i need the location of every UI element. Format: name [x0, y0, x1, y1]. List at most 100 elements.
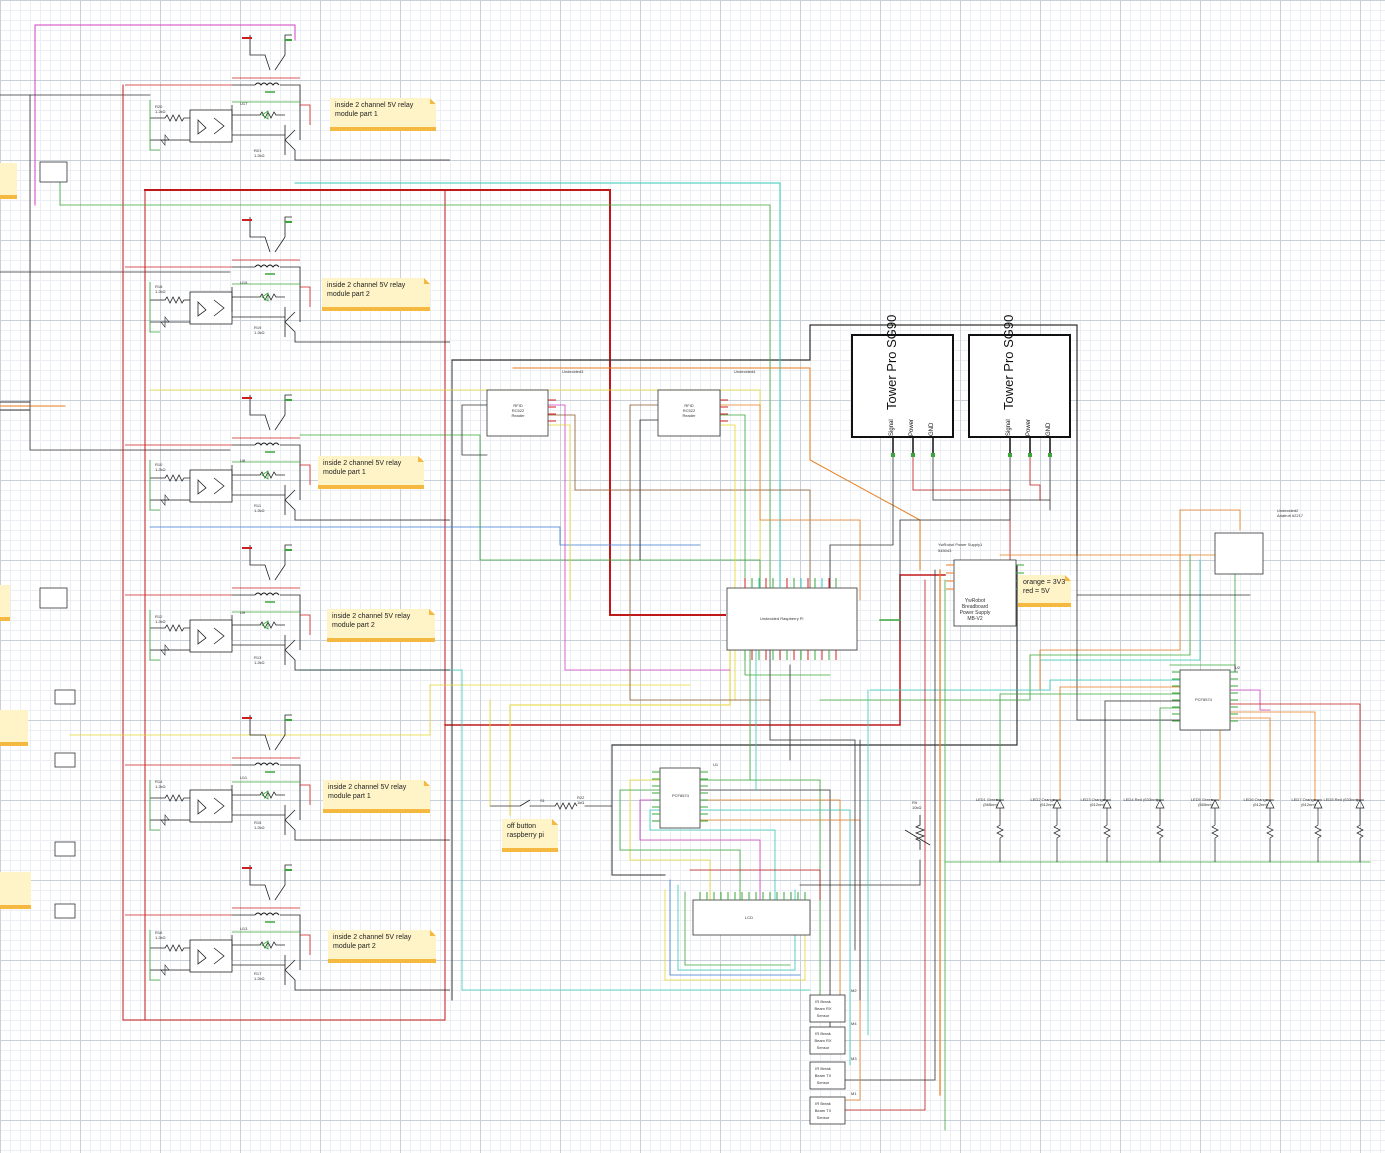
relay-circuit-1 — [125, 34, 450, 161]
pcf8574-right — [1179, 669, 1231, 731]
note-edge-3 — [0, 710, 28, 746]
label-r20: R20 1.2kΩ — [155, 104, 166, 114]
lcd-label: LCD — [745, 915, 754, 920]
note-relay-4: inside 2 channel 5V relay module part 2 — [327, 609, 435, 642]
r9-value: 10kΩ — [912, 805, 922, 810]
rfid1-title: Undecided3 — [562, 369, 584, 374]
led-6 — [1265, 799, 1275, 862]
psu-sub: 545043 — [938, 548, 952, 553]
servo-2-model: Tower Pro SG90 — [1001, 314, 1016, 410]
m2-label: M2 — [851, 988, 857, 993]
connector-b — [54, 752, 76, 768]
pcf-right-label: PCF8574 — [1195, 697, 1212, 702]
label-r17: R17 1.2kΩ — [254, 971, 265, 981]
servo-2-pin-power: Power — [1026, 418, 1032, 436]
m3-label: M3 — [851, 1056, 857, 1061]
label-r18: R18 1.2kΩ — [155, 284, 166, 294]
s1-label: S1 — [540, 798, 545, 803]
m4-text: IR Break Beam RX Sensor — [814, 1031, 832, 1050]
label-u8: U8 — [240, 458, 246, 463]
label-r13: R13 1.2kΩ — [254, 655, 265, 665]
sensor-m3 — [809, 1061, 846, 1090]
servo-1-pin-signal: Signal — [889, 419, 895, 436]
pcf8574-mid — [659, 767, 701, 829]
note-power: orange = 3V3 red = 5V — [1018, 575, 1071, 607]
servo-1-pin-gnd: GND — [929, 422, 935, 436]
rfid1-text: RFID RC522 Reader — [511, 403, 525, 418]
r9-label: R9 — [912, 800, 918, 805]
label-u9: U9 — [240, 610, 246, 615]
label-r19: R19 1.2kΩ — [254, 325, 265, 335]
led-label-1: LED1 Green (565nm) — [975, 797, 998, 807]
relay-circuit-6 — [125, 864, 450, 991]
servo-2-pin-gnd: GND — [1046, 422, 1052, 436]
label-r16: R16 1.2kΩ — [155, 930, 166, 940]
rfid-reader-2 — [657, 389, 721, 437]
psu-title: YwRobot Power Supply1 — [938, 542, 983, 547]
note-edge-2 — [0, 585, 10, 621]
led-1 — [995, 799, 1005, 862]
psu-body: YwRobot Breadboard Power Supply MB-V2 — [959, 598, 991, 622]
pcf-mid-label: PCF8574 — [672, 793, 689, 798]
led-label-7: LED7 Orange (612nm) — [1291, 797, 1316, 807]
led-label-2: LED2 Orange (612nm) — [1030, 797, 1055, 807]
led-label-4: LED4 Red (633nm) — [1123, 797, 1158, 802]
led-3 — [1102, 799, 1112, 862]
label-r14: R14 1.2kΩ — [155, 779, 166, 789]
r22-label: R22 — [577, 795, 585, 800]
lcd-display — [692, 899, 811, 936]
rfid-reader-1 — [486, 389, 549, 437]
relay-circuit-3 — [125, 394, 450, 521]
note-relay-5: inside 2 channel 5V relay module part 1 — [323, 780, 430, 813]
adafruit-module — [1214, 532, 1264, 575]
label-u13: U13 — [240, 926, 248, 931]
led-label-8: LED8 Red (633nm) — [1323, 797, 1358, 802]
led-label-6: LED6 Orange (612nm) — [1243, 797, 1268, 807]
sensor-m2 — [809, 994, 846, 1023]
led-5 — [1210, 799, 1220, 862]
m1-text: IR Break Beam TX Sensor — [814, 1101, 832, 1120]
label-u17: U17 — [240, 101, 248, 106]
note-edge-1 — [0, 163, 17, 199]
potentiometer — [904, 815, 931, 850]
label-u15: U15 — [240, 280, 248, 285]
connector-d — [54, 903, 76, 919]
u1-label: U1 — [713, 762, 719, 767]
relay-circuit-5 — [125, 714, 450, 841]
power-supply — [953, 559, 1017, 627]
note-relay-3: inside 2 channel 5V relay module part 1 — [318, 456, 424, 489]
rfid2-text: RFID RC522 Reader — [682, 403, 696, 418]
u2-label: U2 — [1235, 665, 1241, 670]
switch-s1 — [519, 799, 578, 810]
label-r11: R11 1.2kΩ — [254, 503, 265, 513]
led-label-3: LED3 Orange (612nm) — [1080, 797, 1105, 807]
led-2 — [1052, 799, 1062, 862]
relay-circuit-4 — [125, 544, 450, 671]
connector-top — [39, 161, 68, 183]
label-r21: R21 1.2kΩ — [254, 148, 265, 158]
led-8 — [1355, 799, 1365, 862]
label-u11: U11 — [240, 775, 248, 780]
note-relay-6: inside 2 channel 5V relay module part 2 — [328, 930, 436, 963]
adafruit-sub: Adafruit #2217 — [1277, 513, 1304, 518]
servo-2-pin-signal: Signal — [1006, 419, 1012, 436]
label-r10: R10 1.2kΩ — [155, 462, 166, 472]
adafruit-title: Undecided2 — [1277, 508, 1299, 513]
servo-1-model: Tower Pro SG90 — [884, 314, 899, 410]
rfid2-title: Undecided4 — [734, 369, 756, 374]
led-4 — [1155, 799, 1165, 862]
note-relay-1: inside 2 channel 5V relay module part 1 — [330, 98, 436, 131]
sensor-m1 — [809, 1096, 846, 1125]
servo-1-pin-power: Power — [909, 418, 915, 436]
led-label-5: LED5 Green (565nm) — [1190, 797, 1213, 807]
m4-label: M4 — [851, 1021, 857, 1026]
note-relay-2: inside 2 channel 5V relay module part 2 — [322, 278, 430, 311]
note-edge-4 — [0, 872, 31, 909]
raspberry-pi — [726, 587, 858, 651]
label-r15: R15 1.2kΩ — [254, 820, 265, 830]
connector-a — [54, 689, 76, 705]
pi-label: Undecided Raspberry Pi — [760, 616, 804, 621]
sensor-m4 — [809, 1026, 846, 1055]
m3-text: IR Break Beam TX Sensor — [814, 1066, 832, 1085]
